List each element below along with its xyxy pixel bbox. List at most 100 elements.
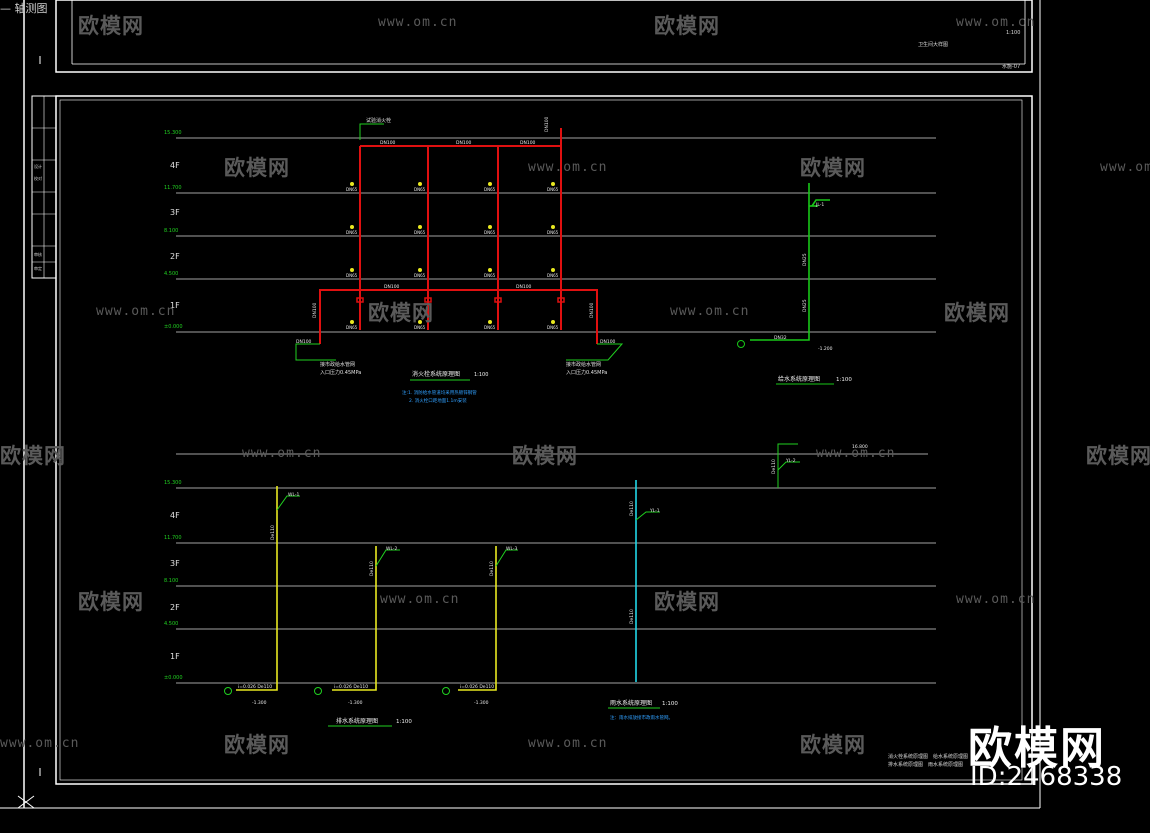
watermark-url: www.om.cn bbox=[956, 592, 1036, 607]
drawing-frames bbox=[0, 0, 1041, 809]
fire-branch-label-2-3: DN65 bbox=[484, 325, 496, 330]
title-block-drawing-name: 卫生间大样图 bbox=[918, 41, 948, 48]
fire-inlet-pipe-left: DN100 bbox=[296, 339, 312, 345]
fire-hydrant-marker-1-2 bbox=[418, 268, 422, 272]
drain-leader-3 bbox=[495, 549, 518, 567]
valve-mark-3 bbox=[494, 297, 502, 303]
watermark-brand: 欧模网 bbox=[1086, 444, 1150, 468]
drain-outlet-symbol-3 bbox=[442, 687, 450, 695]
rain-roof-riser bbox=[777, 443, 798, 488]
supply-elev-label: -1.200 bbox=[818, 346, 833, 352]
fire-hydrant-marker-0-3 bbox=[350, 320, 354, 324]
watermark-brand: 欧模网 bbox=[654, 14, 720, 38]
fire-bottom-main-label-1: DN100 bbox=[384, 284, 400, 290]
fire-branch-label-1-3: DN65 bbox=[414, 325, 426, 330]
rain-system-title: 雨水系统原理图 bbox=[610, 699, 652, 707]
fire-branch-label-3-2: DN65 bbox=[547, 273, 559, 278]
fire-branch-label-3-1: DN65 bbox=[547, 230, 559, 235]
drain-leaders bbox=[224, 495, 518, 727]
fire-hydrant-marker-2-1 bbox=[488, 225, 492, 229]
watermark-brand: 欧模网 bbox=[800, 156, 866, 180]
fire-pipe-labels: DN100 DN100 DN100 DN100 DN100 DN100 DN10… bbox=[296, 116, 616, 345]
fire-hydrant-marker-3-0 bbox=[551, 182, 555, 186]
fire-hydrant-system bbox=[319, 128, 598, 344]
corner-mark-b bbox=[17, 795, 35, 809]
drain-elev-3: -1.300 bbox=[474, 700, 489, 706]
fire-top-main-label-1: DN100 bbox=[380, 140, 396, 146]
fire-riser-label-right: DN100 bbox=[589, 302, 595, 318]
elev-label-2f-b: 4.500 bbox=[164, 621, 178, 627]
rev-cell-4: 审定 bbox=[34, 265, 42, 271]
supply-system-scale: 1:100 bbox=[836, 377, 852, 383]
rain-roof-riser-label: YL-2 bbox=[785, 458, 796, 464]
elev-label-1f-b: ±0.000 bbox=[164, 675, 183, 681]
drain-outlet-label-2: i=0.026 De110 bbox=[334, 684, 368, 690]
supply-labels: JL-1 DN25 DN25 DN32 -1.200 给水系统原理图 1:100 bbox=[774, 202, 852, 383]
drain-system-title: 排水系统原理图 bbox=[336, 717, 378, 725]
elev-label-roof-b: 15.300 bbox=[164, 480, 182, 486]
sheet-inner-frame bbox=[59, 99, 1023, 781]
supply-pipe-label: DN25 bbox=[802, 253, 808, 266]
watermark-url: www.om.cn bbox=[96, 304, 176, 319]
drain-outlet-label-3: i=0.026 De110 bbox=[460, 684, 494, 690]
watermark-url: www.om.cn bbox=[816, 446, 896, 461]
watermark-url: www.om.cn bbox=[528, 736, 608, 751]
supply-inlet-label: DN32 bbox=[774, 335, 787, 341]
watermark-url: www.om.cn bbox=[0, 736, 80, 751]
rain-pipe-label-1: De110 bbox=[629, 501, 635, 516]
fire-riser-label-left: DN100 bbox=[312, 302, 318, 318]
drawing-tab-label[interactable]: — 轴测图 bbox=[0, 2, 48, 15]
drain-leader-2 bbox=[375, 549, 400, 567]
fire-branch-label-3-0: DN65 bbox=[547, 187, 559, 192]
lower-floor-lines bbox=[176, 453, 936, 684]
rev-cell-2: 校对 bbox=[34, 175, 42, 181]
rain-riser-label: YL-1 bbox=[649, 508, 660, 514]
drain-riser-2 bbox=[332, 546, 377, 691]
drain-pipe-label-1: De110 bbox=[270, 525, 276, 540]
fire-branch-label-1-2: DN65 bbox=[414, 273, 426, 278]
fire-hydrant-marker-1-0 bbox=[418, 182, 422, 186]
fire-system-title: 消火栓系统原理图 bbox=[412, 370, 460, 378]
floor-label-1f: 1F bbox=[170, 301, 180, 310]
watermark-brand: 欧模网 bbox=[78, 14, 144, 38]
fire-hydrant-marker-2-3 bbox=[488, 320, 492, 324]
floor-label-1f-b: 1F bbox=[170, 652, 180, 661]
watermark-brand: 欧模网 bbox=[512, 444, 578, 468]
drain-leader-1 bbox=[276, 495, 300, 511]
title-block-notes-2: 排水系统原理图 雨水系统原理图 bbox=[888, 761, 963, 768]
fire-branch-label-0-1: DN65 bbox=[346, 230, 358, 235]
supply-riser bbox=[750, 183, 810, 341]
fire-inlet-pipe-right: DN100 bbox=[600, 339, 616, 345]
drain-pipe-label-2: De110 bbox=[369, 561, 375, 576]
supply-system-title: 给水系统原理图 bbox=[778, 375, 820, 383]
fire-hydrant-marker-0-1 bbox=[350, 225, 354, 229]
fire-bottom-main-label-2: DN100 bbox=[516, 284, 532, 290]
upper-floor-labels: 4F 3F 2F 1F bbox=[170, 161, 180, 310]
fire-inlet-right-label: 接市政给水管网 bbox=[566, 361, 601, 368]
fire-note-2: 2. 消火栓口距地面1.1m安装 bbox=[409, 397, 467, 404]
title-block-notes-1: 消火栓系统原理图 给水系统原理图 bbox=[888, 753, 968, 760]
drain-labels: WL-1 WL-2 WL-3 De110 De110 De110 i=0.026… bbox=[238, 492, 518, 725]
supply-label-leader bbox=[811, 199, 830, 207]
fire-hydrant-marker-3-2 bbox=[551, 268, 555, 272]
watermark-brand: 欧模网 bbox=[224, 156, 290, 180]
rain-system-note: 注：雨水排放接市政雨水管网。 bbox=[610, 714, 673, 721]
rain-pipe-label-2: De110 bbox=[629, 609, 635, 624]
upper-sheet-frame bbox=[55, 0, 1033, 73]
drain-riser-label-1: WL-1 bbox=[288, 492, 300, 498]
elev-label-roof: 15.300 bbox=[164, 130, 182, 136]
watermark-url: www.om.cn bbox=[242, 446, 322, 461]
fire-hydrant-marker-3-3 bbox=[551, 320, 555, 324]
watermark-brand: 欧模网 bbox=[0, 444, 66, 468]
fire-top-main-label-2: DN100 bbox=[456, 140, 472, 146]
fire-note-1: 注:1. 消防给水管道均采用热镀锌钢管 bbox=[402, 389, 477, 396]
watermark-brand: 欧模网 bbox=[224, 733, 290, 757]
drain-elev-1: -1.300 bbox=[252, 700, 267, 706]
watermark-brand: 欧模网 bbox=[78, 590, 144, 614]
supply-inlet-symbol bbox=[737, 340, 745, 348]
drain-riser-1 bbox=[236, 486, 278, 691]
elev-label-4f: 11.700 bbox=[164, 185, 182, 191]
fire-inlet-left-label: 接市政给水管网 bbox=[320, 361, 355, 368]
